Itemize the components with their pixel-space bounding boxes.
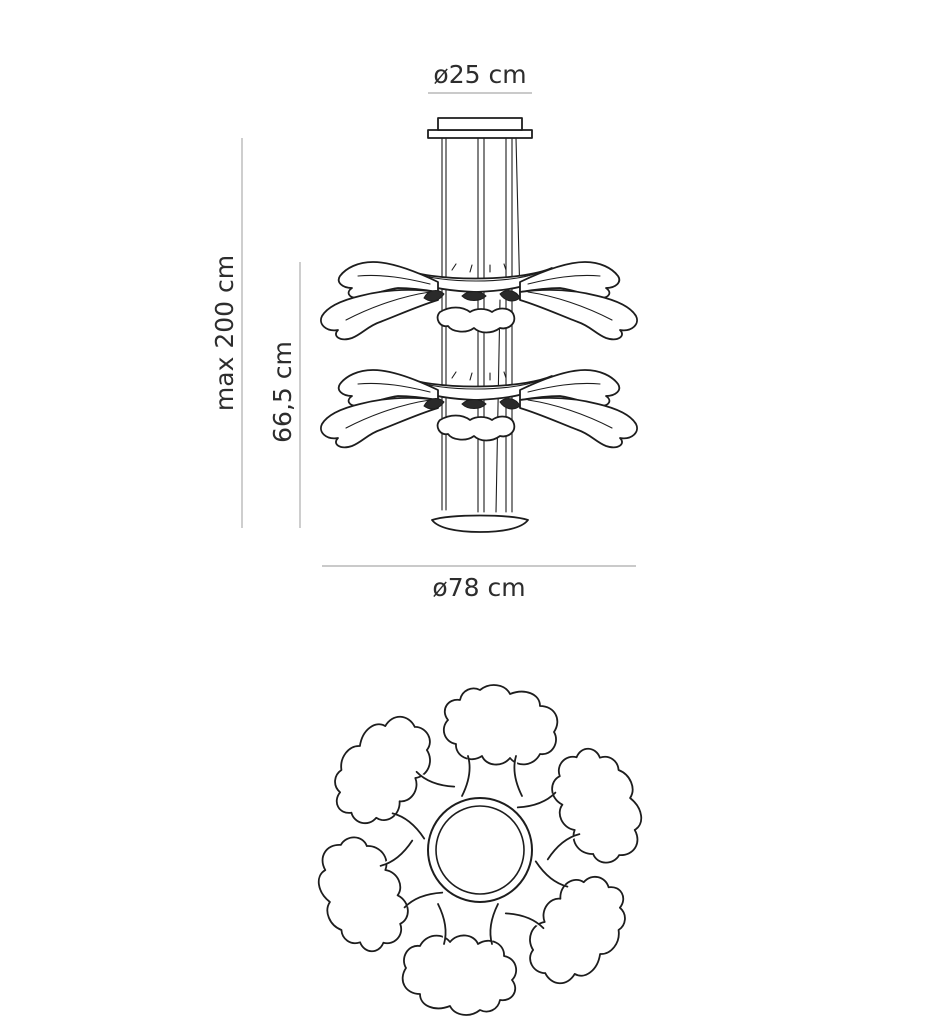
central-disc [427,797,533,903]
lower-leaf-tier [321,370,637,447]
leaf-cluster-bottom [401,903,518,1016]
bottom-diffuser [431,514,529,533]
plan-view [297,684,663,1016]
overall-diameter-label: ø78 cm [432,573,525,602]
total-height-label: max 200 cm [210,255,239,411]
canopy-diameter-label: ø25 cm [433,60,526,89]
side-view [241,92,637,567]
leaf-cluster-top [442,684,559,797]
body-height-label: 66,5 cm [268,341,297,443]
ceiling-canopy [427,117,533,139]
upper-leaf-tier [321,262,637,339]
